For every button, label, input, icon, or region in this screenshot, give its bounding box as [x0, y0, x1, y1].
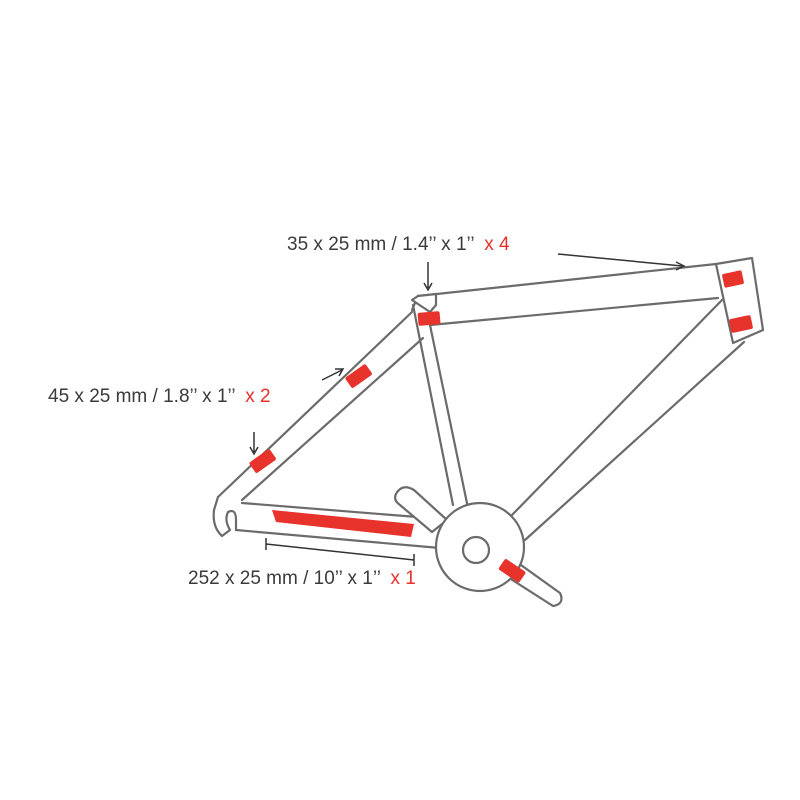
seat-tube — [410, 294, 470, 510]
crank-arm-upper — [394, 486, 449, 534]
dimension-line-chain-stay — [265, 538, 415, 566]
bottom-bracket-inner — [461, 535, 491, 565]
patch-head-tube-bottom — [729, 315, 753, 333]
patch-chain-stay — [272, 510, 414, 537]
patch-head-tube-top — [722, 270, 744, 288]
patch-crank — [498, 559, 526, 583]
label-seat-stay: 45 x 25 mm / 1.8’’ x 1’’ x 2 — [48, 386, 271, 407]
arrow-seat-stay-upper — [321, 368, 345, 381]
seat-collar — [410, 292, 438, 314]
label-chain-stay: 252 x 25 mm / 10’’ x 1’’ x 1 — [188, 568, 416, 589]
down-tube — [510, 298, 746, 542]
patch-seat-tube — [417, 311, 441, 326]
patch-seat-stay-upper — [345, 364, 372, 388]
arrow-seat-stay-lower — [249, 432, 259, 456]
rear-dropout — [212, 495, 238, 538]
patch-seat-stay-lower — [249, 449, 276, 473]
chain-stay — [234, 501, 442, 550]
arrow-head-tube-tip — [675, 261, 686, 271]
label-head-tube: 35 x 25 mm / 1.4’’ x 1’’ x 4 — [287, 234, 510, 255]
arrow-seat-tube — [423, 262, 433, 292]
top-tube — [416, 262, 720, 327]
arrow-head-tube — [557, 253, 683, 267]
seat-stay — [216, 310, 425, 502]
